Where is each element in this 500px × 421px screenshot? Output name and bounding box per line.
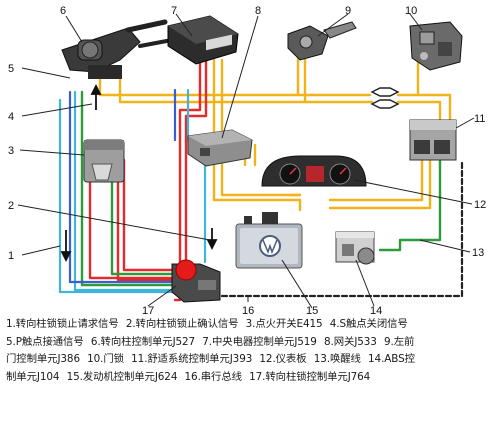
legend-item: 2.转向柱锁锁止确认信号: [125, 318, 239, 330]
callout-16: 16: [242, 305, 254, 316]
serial-bus-line: [220, 158, 464, 298]
callout-6: 6: [60, 5, 66, 17]
central-electric-ecu-icon: [167, 15, 239, 65]
callout-3: 3: [8, 145, 14, 157]
legend-item: 14.ABS控: [368, 353, 415, 366]
wiring-diagram: 1 2 3 4 5 6 7 8 9 10 11 12 13 14 15 16 1…: [8, 5, 486, 316]
legend-item: 13.唤醒线: [313, 353, 361, 366]
ignition-switch-icon: [83, 139, 125, 183]
door-control-unit-icon: [287, 21, 357, 61]
legend-item: 制单元J104: [6, 370, 60, 383]
callout-15: 15: [306, 305, 318, 316]
legend-line-1: 1.转向柱锁锁止请求信号 2.转向柱锁锁止确认信号 3.点火开关E415 4.S…: [6, 316, 496, 334]
legend-item: 16.串行总线: [184, 370, 242, 383]
comfort-ecu-icon: [409, 119, 457, 161]
legend-item: 12.仪表板: [259, 353, 307, 366]
door-lock-icon: [409, 21, 463, 71]
legend-item: 7.中央电器控制单元J519: [202, 335, 317, 348]
legend-line-2: 5.P触点接通信号 6.转向柱控制单元J527 7.中央电器控制单元J519 8…: [6, 334, 496, 352]
legend: 1.转向柱锁锁止请求信号 2.转向柱锁锁止确认信号 3.点火开关E415 4.S…: [6, 316, 496, 386]
callout-9: 9: [345, 5, 351, 17]
legend-item: 17.转向柱锁控制单元J764: [249, 370, 371, 383]
legend-item: 8.网关J533: [324, 335, 377, 348]
legend-line-4: 制单元J104 15.发动机控制单元J624 16.串行总线 17.转向柱锁控制…: [6, 369, 496, 387]
callout-14: 14: [370, 305, 382, 316]
cyan-wires: [58, 88, 207, 294]
leader-lines: [17, 13, 475, 309]
callout-13: 13: [472, 247, 484, 259]
callout-1: 1: [8, 250, 14, 262]
legend-item: 1.转向柱锁锁止请求信号: [6, 318, 119, 330]
legend-item: 6.转向柱控制单元J527: [90, 335, 196, 348]
callout-5: 5: [8, 63, 14, 75]
arrow-down-signal-1: [60, 230, 72, 263]
legend-item: 10.门锁: [87, 353, 124, 366]
legend-item: 4.S触点关闭信号: [329, 318, 408, 330]
callout-12: 12: [474, 199, 486, 211]
blue-wires: [68, 88, 177, 284]
legend-item: 5.P触点接通信号: [6, 335, 84, 348]
bidirectional-bus-arrow: [370, 87, 400, 109]
steering-column-switch-icon: [61, 19, 174, 79]
legend-item: 15.发动机控制单元J624: [66, 370, 178, 383]
callout-2: 2: [8, 200, 14, 212]
legend-item: 门控制单元J386: [6, 353, 80, 366]
yellow-wires: [98, 52, 452, 212]
legend-item: 3.点火开关E415: [245, 318, 323, 330]
instrument-cluster-icon: [261, 155, 367, 187]
arrow-up-signal-4: [90, 83, 102, 110]
callout-4: 4: [8, 111, 14, 123]
legend-item: 9.左前: [384, 335, 415, 348]
callout-8: 8: [255, 5, 261, 17]
engine-ecu-icon: [235, 212, 303, 269]
abs-unit-icon: [335, 231, 375, 265]
callout-7: 7: [171, 5, 177, 17]
legend-line-3: 门控制单元J386 10.门锁 11.舒适系统控制单元J393 12.仪表板 1…: [6, 351, 496, 369]
arrow-down-signal-2: [206, 228, 218, 251]
column-lock-unit-icon: [171, 259, 221, 303]
callout-17: 17: [142, 305, 154, 316]
legend-item: 11.舒适系统控制单元J393: [131, 353, 253, 366]
callout-11: 11: [474, 113, 485, 125]
callout-10: 10: [405, 5, 417, 17]
green-wires: [80, 90, 442, 287]
gateway-module-icon: [187, 129, 253, 167]
